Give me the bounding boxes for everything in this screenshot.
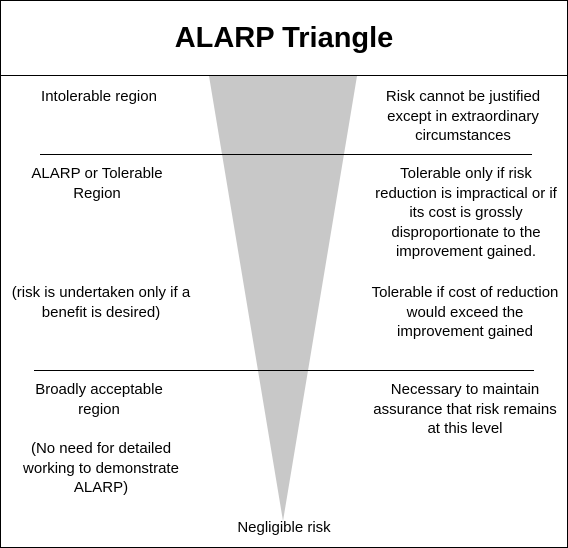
- intolerable-region-description: Risk cannot be justified except in extra…: [385, 88, 541, 144]
- risk-triangle-shape: [209, 76, 357, 521]
- negligible-risk-label: Negligible risk: [237, 519, 331, 536]
- alarp-region-note: (risk is undertaken only if a benefit is…: [11, 284, 191, 321]
- alarp-impractical-description: Tolerable only if risk reduction is impr…: [375, 165, 557, 260]
- broadly-acceptable-note: (No need for detailed working to demonst…: [23, 440, 179, 496]
- divider-intolerable-alarp: [40, 154, 532, 155]
- divider-alarp-acceptable: [34, 370, 534, 371]
- diagram-title: ALARP Triangle: [174, 22, 394, 54]
- broadly-acceptable-label: Broadly acceptable region: [35, 381, 163, 418]
- intolerable-region-label: Intolerable region: [41, 88, 157, 105]
- alarp-region-label: ALARP or Tolerable Region: [31, 165, 163, 202]
- title-row: ALARP Triangle: [1, 1, 567, 76]
- broadly-acceptable-description: Necessary to maintain assurance that ris…: [373, 381, 557, 437]
- alarp-cost-description: Tolerable if cost of reduction would exc…: [371, 284, 559, 340]
